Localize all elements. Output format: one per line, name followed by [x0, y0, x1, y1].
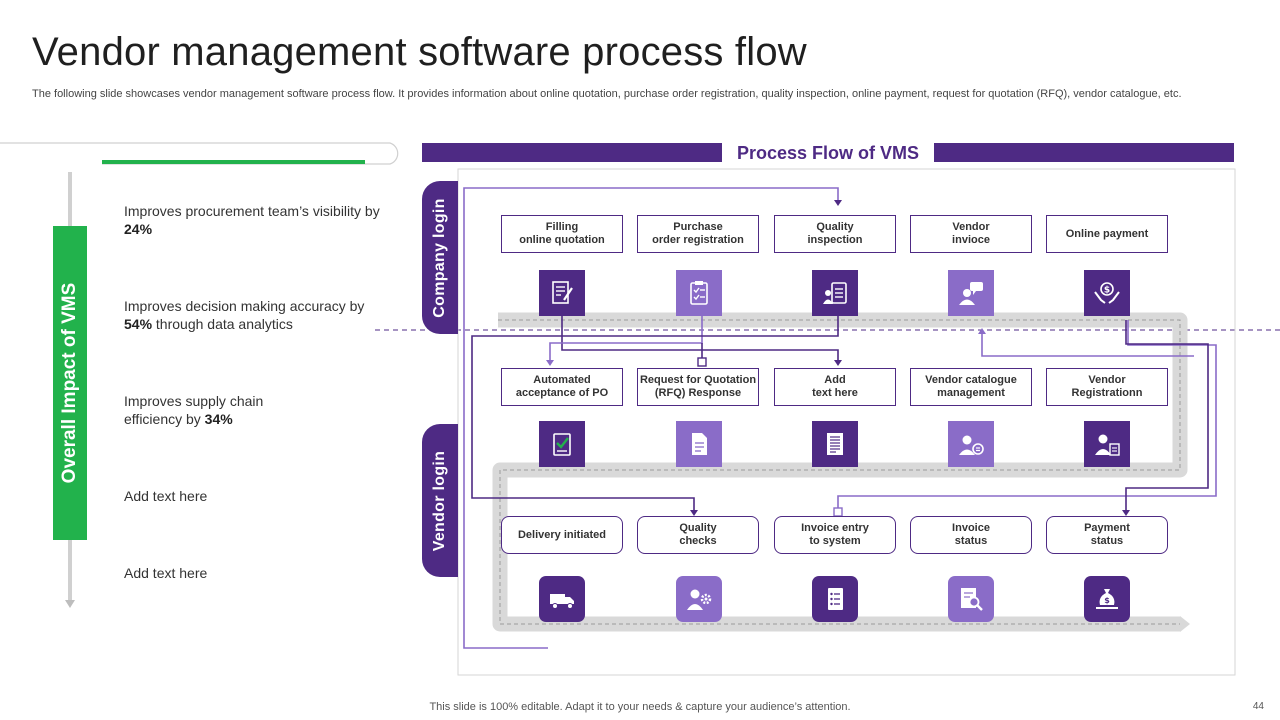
footer-note: This slide is 100% editable. Adapt it to… [429, 701, 851, 713]
impact-item-2: Improves decision making accuracy by 54%… [124, 298, 365, 332]
step-quality-inspection: Quality inspection [774, 215, 896, 253]
checked-document-icon [539, 421, 585, 467]
step-vendor-invoice: Vendor invioce [910, 215, 1032, 253]
user-chat-icon [948, 270, 994, 316]
person-gear-icon [676, 576, 722, 622]
document-icon [676, 421, 722, 467]
step-payment-status: Payment status [1046, 516, 1168, 554]
hand-dollar-icon: $ [1084, 270, 1130, 316]
impact-item-4: Add text here [124, 488, 208, 504]
step-purchase-order-registration: Purchase order registration [637, 215, 759, 253]
delivery-truck-icon [539, 576, 585, 622]
step-vendor-registration: Vendor Registrationn [1046, 368, 1168, 406]
vendor-login-tab: Vendor login [422, 424, 458, 577]
impact-item-1: Improves procurement team’s visibility b… [124, 203, 380, 237]
inspection-clipboard-icon [812, 270, 858, 316]
company-login-tab: Company login [422, 181, 458, 334]
step-invoice-status: Invoice status [910, 516, 1032, 554]
page-number: 44 [1252, 701, 1264, 712]
step-add-text: Add text here [774, 368, 896, 406]
svg-text:$: $ [1104, 596, 1110, 605]
step-delivery-initiated: Delivery initiated [501, 516, 623, 554]
step-filling-online-quotation: Filling online quotation [501, 215, 623, 253]
impact-label: Overall Impact of VMS [59, 282, 80, 484]
document-edit-icon [539, 270, 585, 316]
search-document-icon [948, 576, 994, 622]
impact-item-3: Improves supply chain efficiency by 34% [124, 393, 264, 427]
flow-title: Process Flow of VMS [722, 140, 934, 166]
impact-item-5: Add text here [124, 565, 208, 581]
step-online-payment: Online payment [1046, 215, 1168, 253]
step-invoice-entry: Invoice entry to system [774, 516, 896, 554]
impact-bar [53, 226, 87, 540]
svg-text:$: $ [1104, 286, 1110, 296]
money-bag-icon: $ [1084, 576, 1130, 622]
step-quality-checks: Quality checks [637, 516, 759, 554]
step-vendor-catalogue-management: Vendor catalogue management [910, 368, 1032, 406]
list-document-icon [812, 576, 858, 622]
step-automated-acceptance-po: Automated acceptance of PO [501, 368, 623, 406]
businessman-form-icon [1084, 421, 1130, 467]
step-rfq-response: Request for Quotation (RFQ) Response [637, 368, 759, 406]
checklist-icon [676, 270, 722, 316]
user-catalogue-icon [948, 421, 994, 467]
page-title: Vendor management software process flow [32, 30, 807, 74]
text-document-icon [812, 421, 858, 467]
page-subtitle: The following slide showcases vendor man… [32, 88, 1182, 100]
